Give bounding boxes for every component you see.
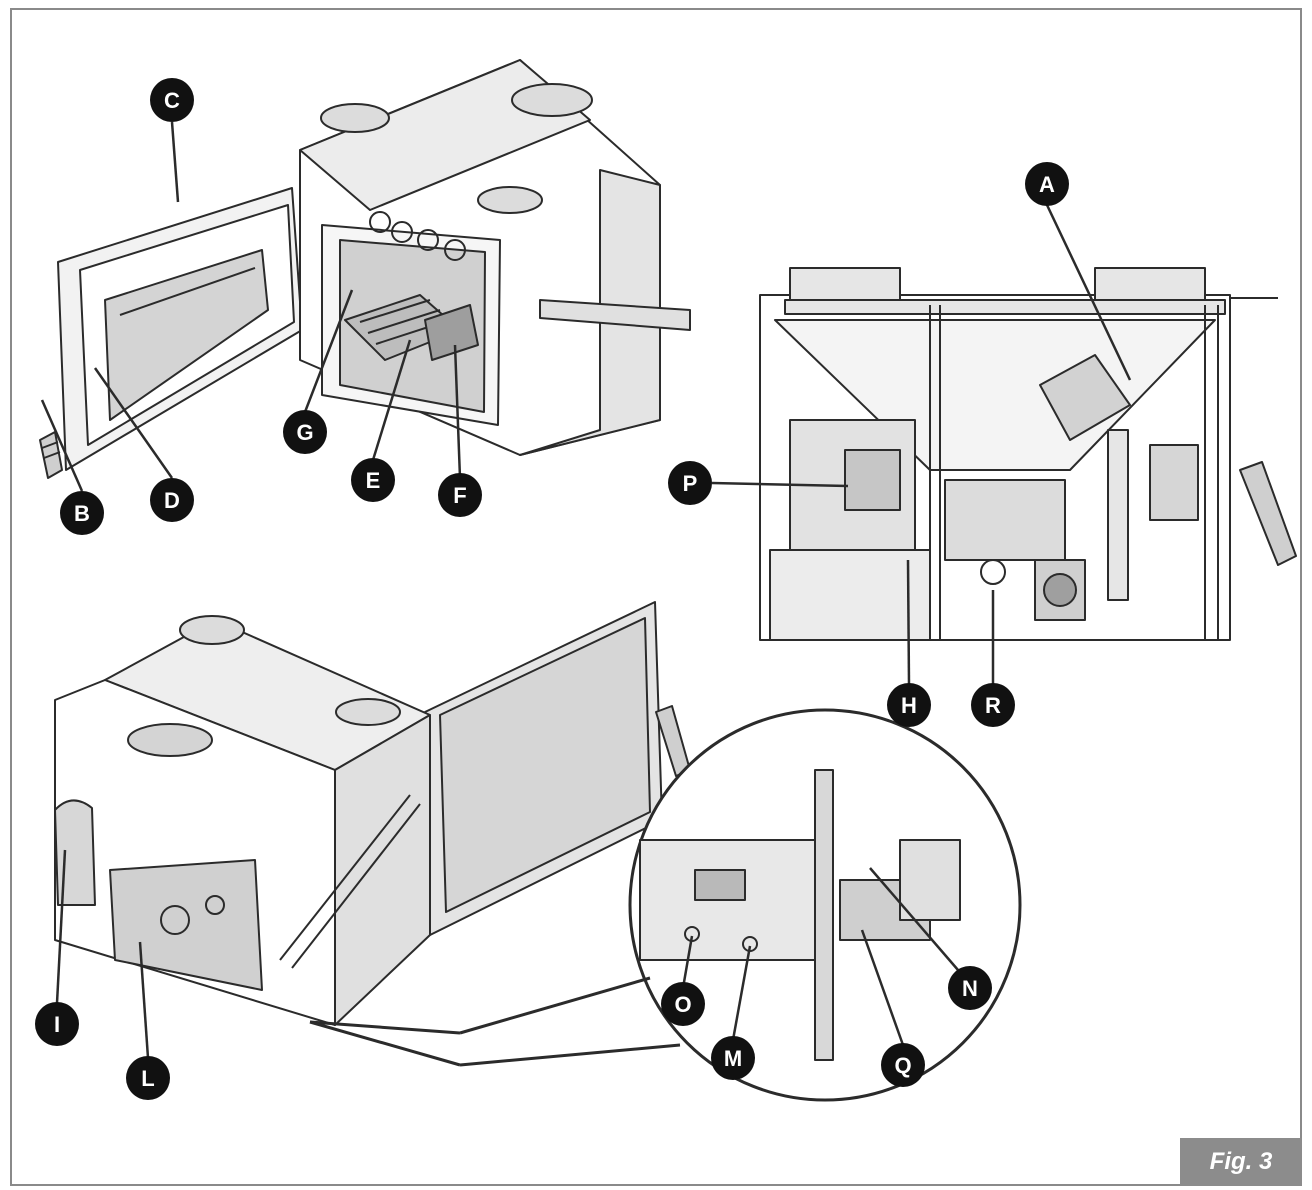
label-m: M bbox=[724, 1046, 742, 1071]
label-f: F bbox=[453, 483, 466, 508]
label-c: C bbox=[164, 88, 180, 113]
label-d: D bbox=[164, 488, 180, 513]
label-a: A bbox=[1039, 172, 1055, 197]
figure-frame bbox=[10, 8, 1302, 1186]
marker-e: E bbox=[351, 458, 395, 502]
marker-m: M bbox=[711, 1036, 755, 1080]
leader-lines bbox=[40, 121, 1132, 1059]
marker-h: H bbox=[887, 683, 931, 727]
marker-l: L bbox=[126, 1056, 170, 1100]
label-q: Q bbox=[894, 1053, 911, 1078]
marker-q: Q bbox=[881, 1043, 925, 1087]
label-n: N bbox=[962, 976, 978, 1001]
label-markers: C A B D G E F P H R I L O M Q N bbox=[35, 78, 1069, 1100]
marker-b: B bbox=[60, 491, 104, 535]
marker-n: N bbox=[948, 966, 992, 1010]
marker-g: G bbox=[283, 410, 327, 454]
marker-c: C bbox=[150, 78, 194, 122]
marker-r: R bbox=[971, 683, 1015, 727]
label-h: H bbox=[901, 693, 917, 718]
label-e: E bbox=[366, 468, 381, 493]
detail-magnifier bbox=[309, 708, 1022, 1102]
marker-f: F bbox=[438, 473, 482, 517]
label-l: L bbox=[141, 1066, 154, 1091]
label-g: G bbox=[296, 420, 313, 445]
label-p: P bbox=[683, 471, 698, 496]
marker-o: O bbox=[661, 982, 705, 1026]
marker-d: D bbox=[150, 478, 194, 522]
marker-a: A bbox=[1025, 162, 1069, 206]
marker-p: P bbox=[668, 461, 712, 505]
label-o: O bbox=[674, 992, 691, 1017]
figure-caption: Fig. 3 bbox=[1180, 1138, 1302, 1186]
rear-view bbox=[54, 601, 691, 1026]
label-r: R bbox=[985, 693, 1001, 718]
front-view-open-door bbox=[39, 59, 691, 479]
label-i: I bbox=[54, 1012, 60, 1037]
side-view-hopper bbox=[759, 267, 1297, 641]
marker-i: I bbox=[35, 1002, 79, 1046]
label-b: B bbox=[74, 501, 90, 526]
